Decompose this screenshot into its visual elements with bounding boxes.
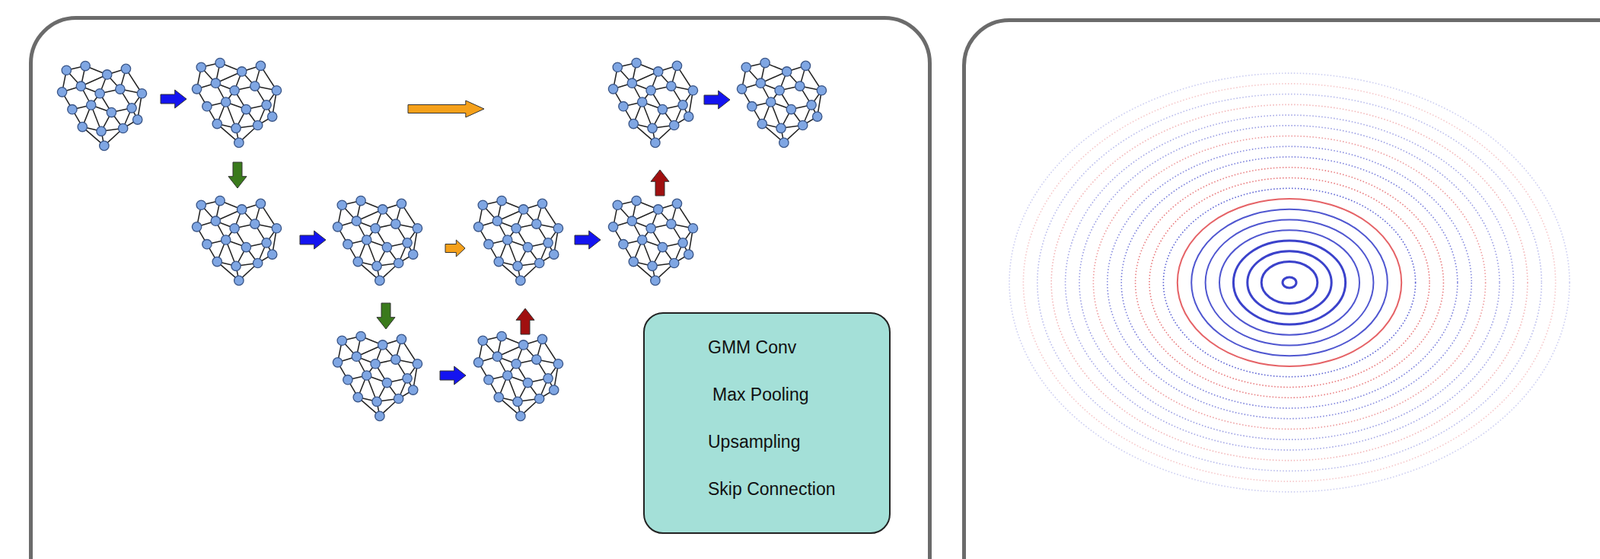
- field-ring: [1037, 94, 1542, 472]
- block-arrow: [704, 90, 730, 109]
- block-arrow: [376, 302, 396, 329]
- block-arrow: [516, 308, 535, 335]
- field-ring: [1023, 83, 1556, 482]
- field-ring: [1233, 240, 1346, 325]
- field-ring: [1009, 73, 1570, 492]
- field-ring: [1107, 146, 1472, 418]
- block-arrow: [574, 230, 601, 249]
- graph-icon: [57, 60, 147, 150]
- field-ring: [1205, 219, 1374, 346]
- block-arrow: [160, 89, 187, 109]
- right-panel: [962, 18, 1600, 559]
- graph-icon: [608, 57, 698, 147]
- graph-icon: [191, 57, 281, 147]
- field-ring: [1121, 156, 1458, 408]
- field-ring: [1135, 167, 1444, 398]
- field-ring: [1065, 114, 1514, 450]
- field-ring: [1093, 136, 1486, 430]
- block-arrow: [407, 100, 485, 118]
- field-ring: [1149, 178, 1430, 388]
- graph-icon: [736, 57, 826, 147]
- graph-icon: [191, 195, 281, 285]
- legend-box: GMM ConvMax PoolingUpsamplingSkip Connec…: [643, 312, 891, 534]
- field-ring: [1079, 125, 1500, 440]
- block-arrow: [650, 169, 670, 196]
- graph-icon: [332, 195, 422, 285]
- block-arrow: [445, 239, 466, 257]
- field-ring: [1191, 209, 1388, 356]
- legend-label: Skip Connection: [707, 480, 836, 498]
- legend-label: Max Pooling: [712, 385, 810, 404]
- field-ring: [1051, 104, 1528, 460]
- legend-label: GMM Conv: [707, 338, 797, 357]
- block-arrow: [228, 162, 247, 189]
- field-ring: [1219, 229, 1360, 335]
- block-arrow: [299, 230, 326, 249]
- graph-icon: [332, 331, 422, 421]
- block-arrow: [439, 366, 466, 385]
- field-ring: [1282, 277, 1297, 288]
- graph-icon: [473, 195, 563, 285]
- graph-icon: [473, 331, 563, 421]
- graph-icon: [608, 195, 698, 285]
- field-ring: [1261, 261, 1318, 304]
- legend-label: Upsampling: [707, 433, 800, 451]
- field-ring: [1247, 251, 1332, 314]
- field-ring: [1163, 188, 1416, 377]
- field-ring: [1177, 198, 1402, 367]
